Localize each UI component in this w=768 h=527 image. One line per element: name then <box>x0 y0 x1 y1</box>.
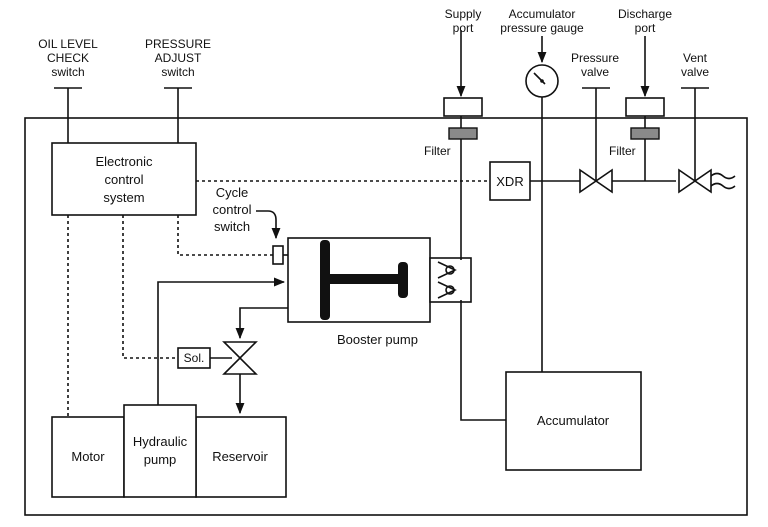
accum-gauge-label-1: Accumulator <box>509 7 576 21</box>
discharge-port-label-2: port <box>635 21 656 35</box>
sol-label: Sol. <box>184 351 205 365</box>
reservoir-label: Reservoir <box>212 449 268 464</box>
pressure-adjust-switch <box>164 87 192 143</box>
filter-left-label: Filter <box>424 144 451 158</box>
booster-to-accumulator-line <box>460 300 506 421</box>
discharge-port-label-1: Discharge <box>618 7 672 21</box>
cycle-label-2: control <box>212 202 251 217</box>
oil-level-label-3: switch <box>51 65 84 79</box>
supply-port-label-1: Supply <box>445 7 482 21</box>
accumulator-pressure-gauge <box>525 64 559 372</box>
pressure-adjust-label-3: switch <box>161 65 194 79</box>
vent-valve-label-1: Vent <box>683 51 708 65</box>
accum-gauge-label-2: pressure gauge <box>500 21 584 35</box>
supply-port <box>443 30 483 260</box>
booster-return-line <box>235 307 288 340</box>
oil-level-label-2: CHECK <box>47 51 89 65</box>
ecs-label-2: control <box>104 172 143 187</box>
booster-pump-label: Booster pump <box>337 332 418 347</box>
cycle-switch-arrow <box>256 210 281 240</box>
motor-label: Motor <box>71 449 105 464</box>
accumulator-label: Accumulator <box>537 413 610 428</box>
pressure-adjust-label-1: PRESSURE <box>145 37 211 51</box>
hydraulic-label-2: pump <box>144 452 177 467</box>
pressure-valve <box>579 87 613 194</box>
pressure-valve-label-1: Pressure <box>571 51 619 65</box>
vent-valve <box>678 87 736 194</box>
vent-valve-label-2: valve <box>681 65 709 79</box>
hydraulic-label-1: Hydraulic <box>133 434 188 449</box>
reservoir-box <box>195 416 287 498</box>
filter-right-label: Filter <box>609 144 636 158</box>
enclosure-frame <box>24 117 748 516</box>
ecs-label-3: system <box>103 190 144 205</box>
electronic-control-system-box <box>51 142 197 216</box>
solenoid-box <box>177 347 211 369</box>
oil-level-check-switch <box>54 87 82 143</box>
solenoid-valve <box>210 341 258 375</box>
cycle-label-1: Cycle <box>216 185 249 200</box>
pressure-adjust-label-2: ADJUST <box>155 51 202 65</box>
ecs-to-solenoid-signal <box>122 215 178 359</box>
ecs-label-1: Electronic <box>95 154 153 169</box>
accumulator-box <box>505 371 642 471</box>
oil-level-label-1: OIL LEVEL <box>38 37 98 51</box>
motor-box <box>51 416 125 498</box>
pressure-valve-label-2: valve <box>581 65 609 79</box>
cycle-control-switch <box>272 245 288 265</box>
supply-port-label-2: port <box>453 21 474 35</box>
hydraulic-pump-to-booster-line <box>157 277 286 405</box>
booster-pump <box>287 237 472 323</box>
ecs-to-cycle-switch-signal <box>177 215 273 256</box>
xdr-label: XDR <box>496 174 523 189</box>
hydraulic-pump-box <box>123 404 197 498</box>
cycle-label-3: switch <box>214 219 250 234</box>
discharge-port <box>625 36 665 181</box>
